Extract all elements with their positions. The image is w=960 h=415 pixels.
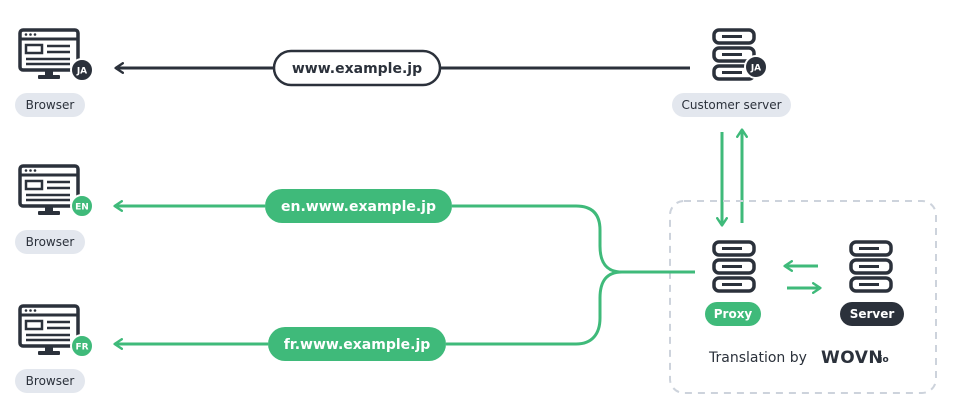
browser-monitor-icon xyxy=(18,28,80,81)
badge-ja-server: JA xyxy=(750,64,761,74)
server-stack-icon xyxy=(712,240,756,293)
browser-en: EN Browser xyxy=(15,164,94,254)
browser-monitor-icon xyxy=(18,164,80,217)
browser-monitor-icon xyxy=(18,304,80,357)
customer-server-label: Customer server xyxy=(681,98,781,112)
url-pill-en-group: en.www.example.jp xyxy=(265,189,452,223)
connector-ja: www.example.jp xyxy=(114,49,690,87)
translation-credit: Translation by WOVN .io xyxy=(708,348,889,368)
language-badge-icon: JA xyxy=(70,58,94,82)
translation-box xyxy=(669,200,937,394)
server-node: Server xyxy=(840,240,904,326)
customer-server: JA Customer server xyxy=(672,28,791,117)
wovn-logo: WOVN xyxy=(821,348,883,368)
url-pill-fr-group: fr.www.example.jp xyxy=(268,327,446,361)
proxy-server-arrows xyxy=(783,260,822,294)
badge-fr: FR xyxy=(75,343,88,353)
wovn-logo-suffix: .io xyxy=(876,355,889,365)
browser-label-pill xyxy=(15,369,85,393)
server-stack-icon xyxy=(849,240,893,293)
language-badge-icon: JA xyxy=(744,55,768,79)
browser-fr: FR Browser xyxy=(15,304,94,393)
proxy-label: Proxy xyxy=(714,307,753,321)
proxy-node: Proxy xyxy=(705,240,761,326)
url-fr: fr.www.example.jp xyxy=(284,337,431,353)
url-pill-fr xyxy=(268,327,446,361)
proxy-label-pill xyxy=(705,302,761,326)
browser-label-pill xyxy=(15,93,85,117)
server-label-pill xyxy=(840,302,904,326)
translation-text: Translation by xyxy=(708,350,807,366)
badge-en: EN xyxy=(75,203,89,213)
browser-label: Browser xyxy=(26,235,75,249)
browser-ja: JA Browser xyxy=(15,28,94,117)
server-label: Server xyxy=(850,307,895,321)
browser-label: Browser xyxy=(26,98,75,112)
url-ja: www.example.jp xyxy=(292,61,422,77)
language-badge-icon: EN xyxy=(70,194,94,218)
browser-label: Browser xyxy=(26,374,75,388)
browser-label-pill xyxy=(15,230,85,254)
badge-ja: JA xyxy=(76,67,87,77)
url-en: en.www.example.jp xyxy=(281,199,436,215)
customer-proxy-arrows xyxy=(716,128,748,227)
customer-server-label-pill xyxy=(672,93,791,117)
connector-en-fr xyxy=(113,200,695,350)
url-pill-en xyxy=(265,189,452,223)
url-pill-ja xyxy=(272,49,442,87)
language-badge-icon: FR xyxy=(70,334,94,358)
